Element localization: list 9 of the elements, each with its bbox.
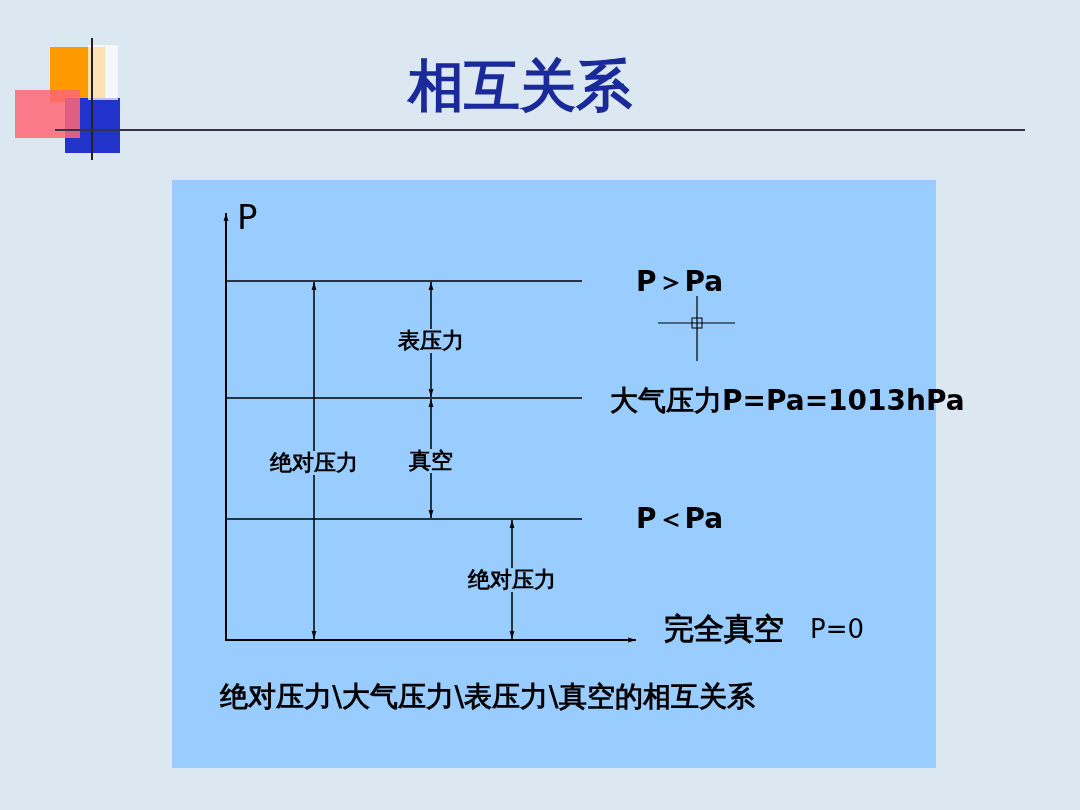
level-label: 大气压力P=Pa=1013hPa: [610, 387, 965, 415]
axis-label: P: [237, 200, 258, 234]
level-label: 完全真空: [664, 614, 784, 644]
slide-title: 相互关系: [408, 58, 632, 114]
condition-label: P＜Pa: [636, 505, 724, 533]
dimension-label: 真空: [407, 449, 455, 473]
condition-label: P＞Pa: [636, 268, 724, 296]
level-label: P=0: [810, 616, 864, 642]
figure-caption: 绝对压力\大气压力\表压力\真空的相互关系: [220, 683, 755, 711]
